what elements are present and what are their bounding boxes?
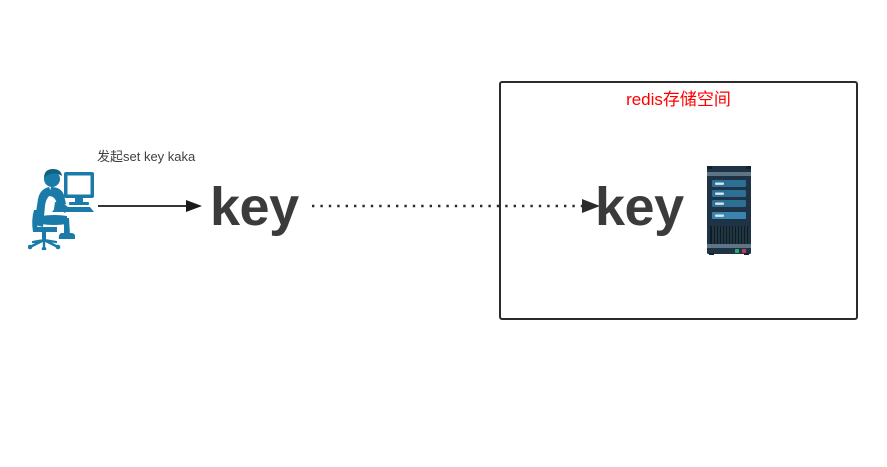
redis-storage-title: redis存储空间 bbox=[626, 90, 731, 109]
store-transfer-arrow bbox=[312, 196, 600, 216]
redis-storage-box bbox=[499, 81, 858, 320]
key-label-client: key bbox=[210, 177, 299, 237]
server-tower-icon bbox=[704, 164, 754, 256]
set-request-arrow bbox=[98, 194, 202, 218]
request-label: 发起set key kaka bbox=[97, 149, 196, 164]
person-at-computer-icon bbox=[27, 166, 96, 252]
key-label-redis: key bbox=[595, 177, 684, 237]
